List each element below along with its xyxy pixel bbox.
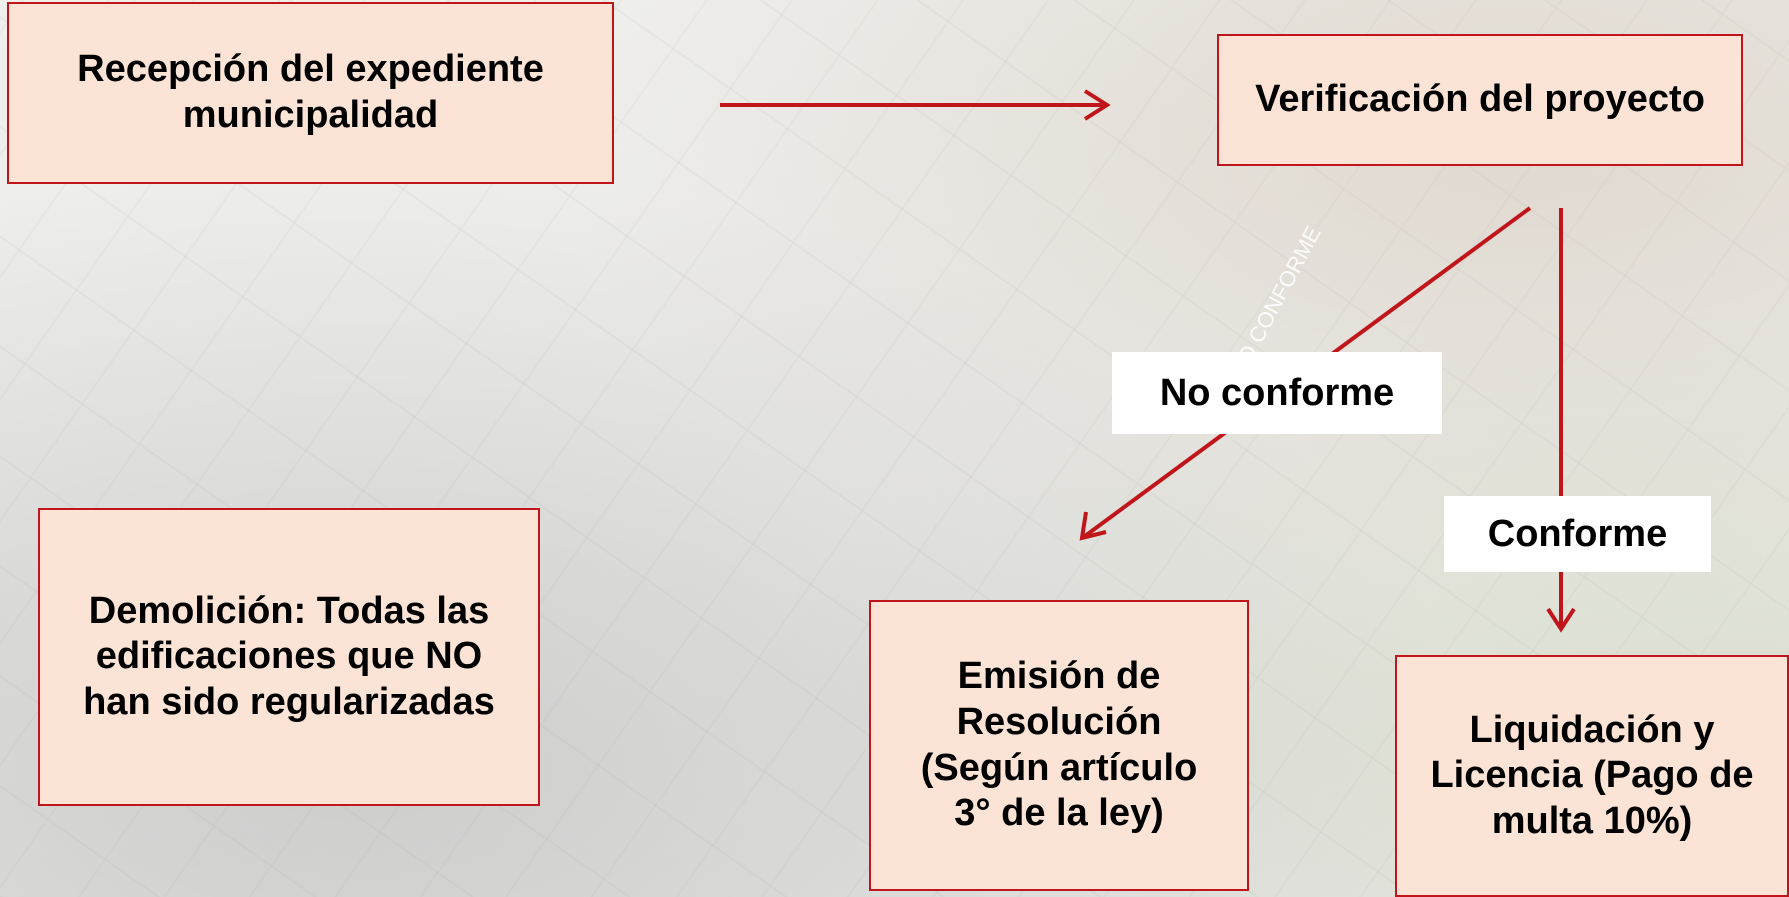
node-demolition-label: Demolición: Todas las edificaciones que … [83, 589, 495, 723]
node-resolution: Emisión de Resolución (Según artículo 3°… [869, 600, 1249, 891]
node-liquidation-label: Liquidación y Licencia (Pago de multa 10… [1430, 708, 1754, 842]
node-resolution-label: Emisión de Resolución (Según artículo 3°… [920, 655, 1198, 835]
node-reception-label: Recepción del expediente municipalidad [77, 48, 544, 136]
arrowhead-reception-to-verification [1083, 89, 1111, 121]
arrowhead-verification-to-liquidation [1546, 607, 1576, 633]
node-reception: Recepción del expediente municipalidad [7, 2, 614, 184]
arrowhead-verification-to-resolution [1079, 511, 1107, 541]
node-verification-label: Verificación del proyecto [1255, 78, 1705, 121]
node-liquidation: Liquidación y Licencia (Pago de multa 10… [1395, 655, 1789, 897]
edge-label-conforme: Conforme [1444, 496, 1711, 572]
edge-label-no-conforme: No conforme [1112, 352, 1442, 434]
node-demolition: Demolición: Todas las edificaciones que … [38, 508, 540, 806]
node-verification: Verificación del proyecto [1217, 34, 1743, 166]
